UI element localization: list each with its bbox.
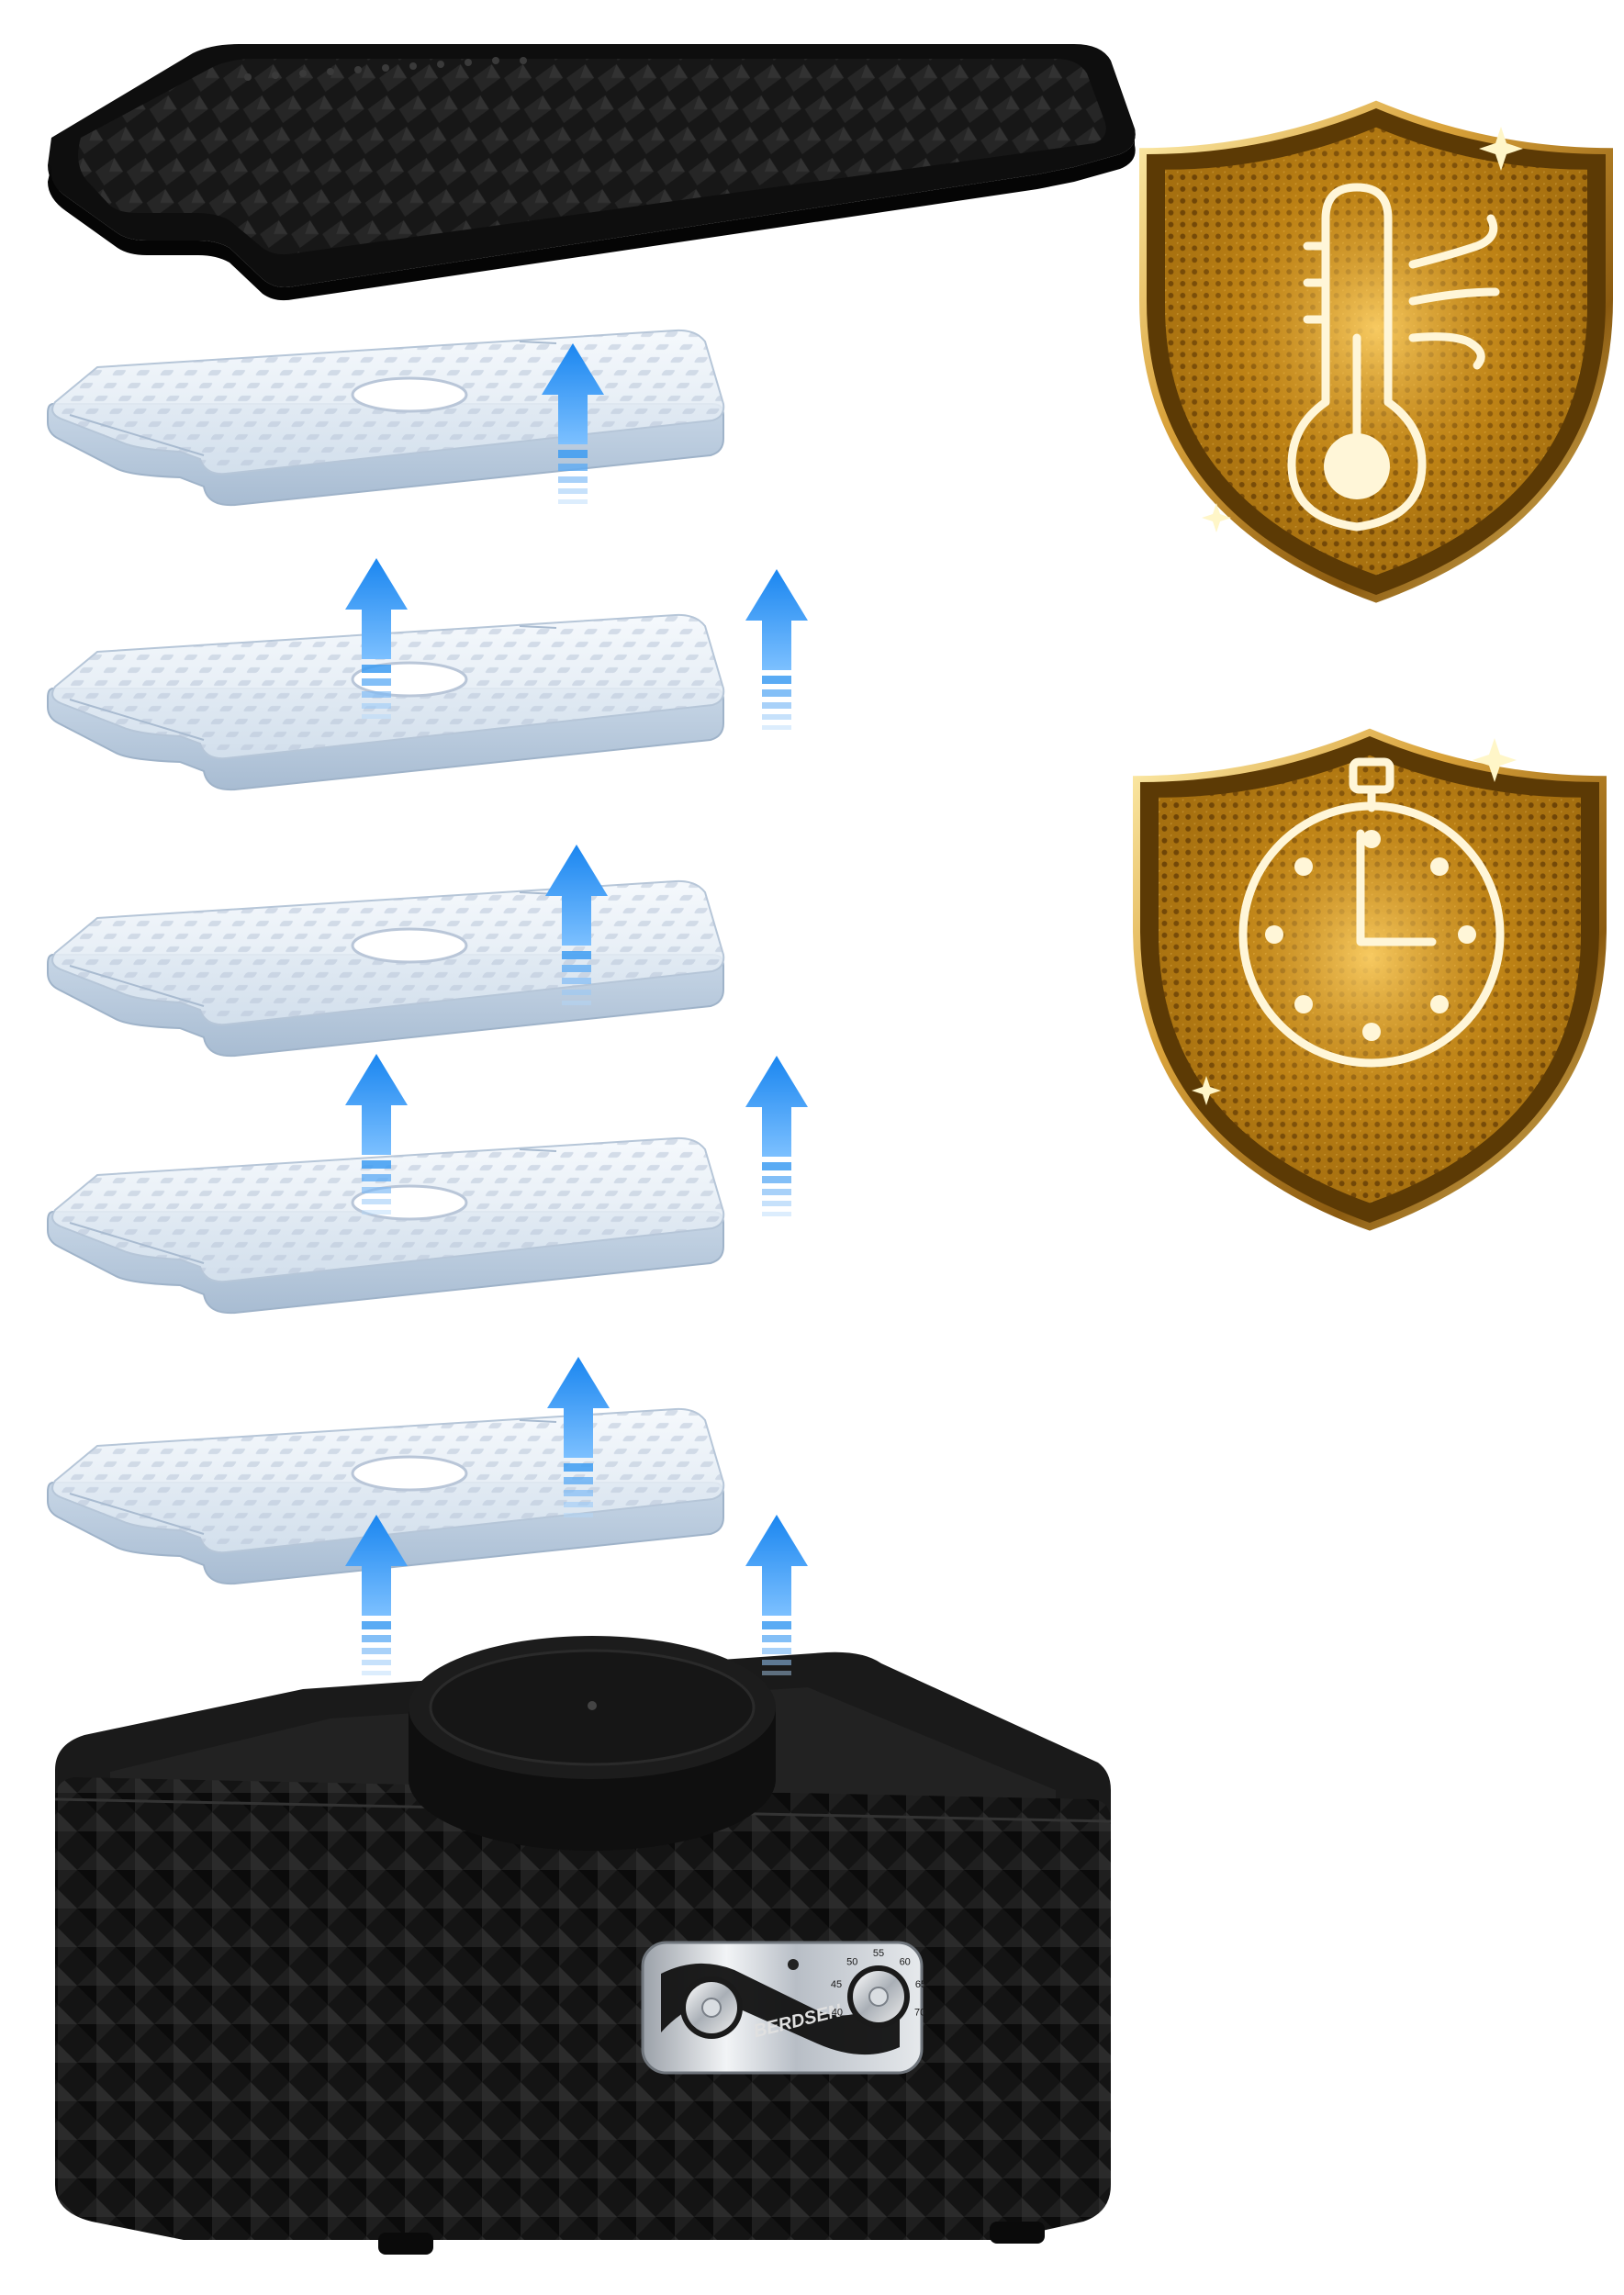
dial-scale-label: 70: [914, 2007, 925, 2018]
dial-scale-label: 65: [915, 1979, 926, 1990]
timer-badge: [1133, 728, 1607, 1231]
dial-scale-label: 60: [900, 1957, 911, 1968]
temperature-dial-scale: 40 45 50 55 60 65 70: [831, 1948, 926, 2018]
drying-trays: [46, 329, 725, 1585]
lid-vent-holes: [244, 57, 527, 81]
power-indicator-light: [788, 1959, 799, 1970]
tray-1: [46, 329, 725, 507]
dial-scale-label: 50: [846, 1957, 857, 1968]
sparkle-icon: [1202, 127, 1523, 532]
fan-cover: [409, 1636, 776, 1851]
dial-scale-label: 55: [873, 1948, 884, 1959]
airflow-arrow-icon: [745, 1515, 808, 1675]
thermometer-wind-icon: [1287, 183, 1500, 532]
temperature-badge: [1139, 100, 1613, 603]
dial-scale-label: 45: [831, 1979, 842, 1990]
dial-scale-label: 40: [832, 2007, 843, 2018]
stopwatch-icon: [1238, 757, 1505, 1068]
airflow-arrow-icon: [745, 1056, 808, 1216]
airflow-arrow-icon: [745, 569, 808, 730]
tray-3: [46, 879, 725, 1058]
dehydrator-lid: [48, 44, 1136, 301]
sparkle-icon: [1192, 738, 1517, 1105]
